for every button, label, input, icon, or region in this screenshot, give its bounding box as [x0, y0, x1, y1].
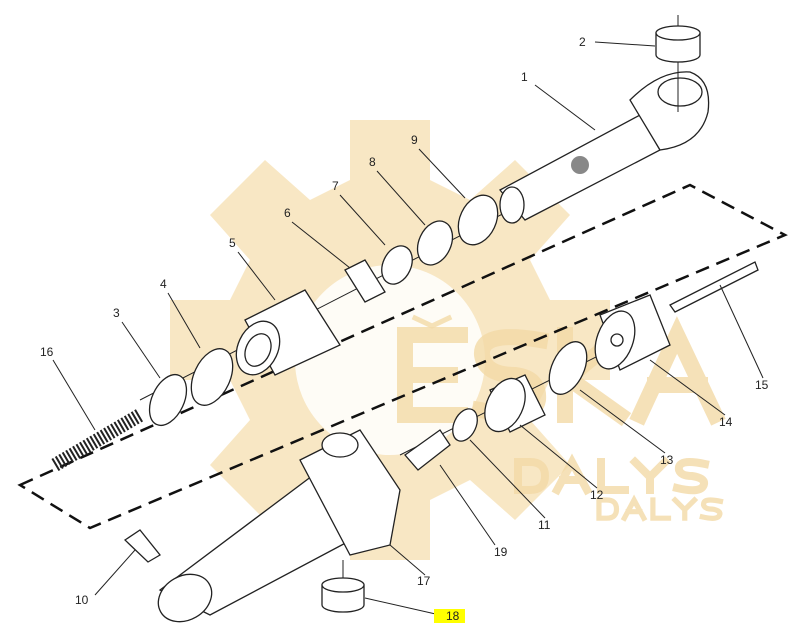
part-2-bushing: [655, 15, 701, 112]
callout-5: 5: [229, 236, 236, 250]
callout-13: 13: [660, 453, 674, 467]
leader-lines: [52, 41, 764, 616]
callout-9: 9: [411, 133, 418, 147]
part-18-bushing: [321, 560, 365, 613]
callout-7: 7: [332, 179, 339, 193]
callout-4: 4: [160, 277, 167, 291]
callout-17: 17: [417, 574, 431, 588]
callout-11: 11: [538, 518, 551, 532]
callout-1: 1: [521, 70, 528, 84]
callout-12: 12: [590, 488, 604, 502]
part-1-rod-eye: [498, 71, 710, 224]
cylinder-body: [157, 429, 401, 623]
part-11-washer: [452, 408, 478, 442]
part-7-ring: [381, 245, 413, 285]
callout-2: 2: [579, 35, 586, 49]
part-10-fitting: [123, 529, 161, 563]
callout-16: 16: [40, 345, 54, 359]
assembly-boundary: [17, 183, 788, 530]
callout-10: 10: [75, 593, 89, 607]
callout-14: 14: [719, 415, 733, 429]
part-5-gland: [235, 289, 341, 376]
part-3-ring: [148, 373, 188, 427]
callout-3: 3: [113, 306, 120, 320]
part-15-pin: [669, 261, 759, 313]
part-16-spring: [51, 408, 144, 472]
part-19-fitting: [404, 429, 451, 471]
part-9-seal: [457, 194, 499, 246]
part-14-piston: [594, 294, 671, 371]
callout-19: 19: [494, 545, 508, 559]
callout-18-highlighted: 18: [434, 609, 466, 623]
callout-8: 8: [369, 155, 376, 169]
callout-15: 15: [755, 378, 769, 392]
part-6-bushing: [344, 259, 386, 303]
part-8-ring: [416, 220, 454, 266]
part-12-bushing: [484, 374, 546, 433]
part-13-seal: [548, 341, 588, 395]
callout-6: 6: [284, 206, 291, 220]
part-4-ring: [190, 348, 234, 406]
